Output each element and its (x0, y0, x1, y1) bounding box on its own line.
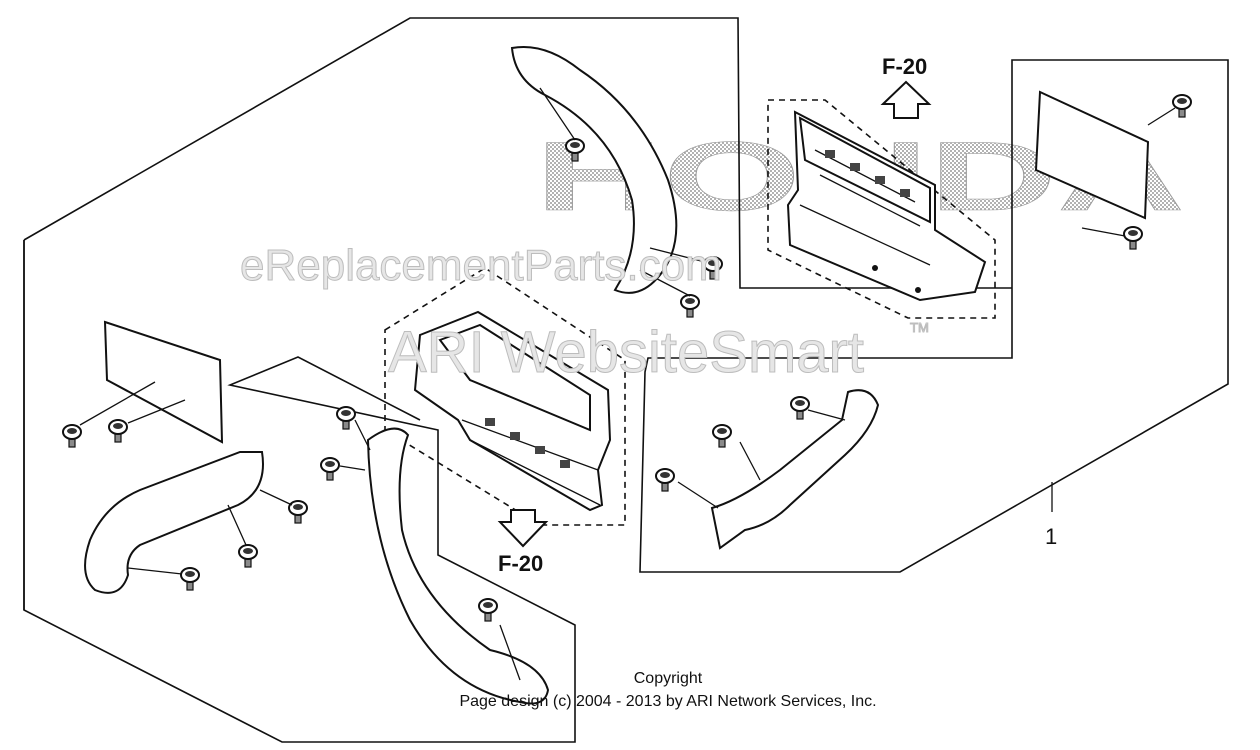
copyright-notice: Page design (c) 2004 - 2013 by ARI Netwo… (459, 693, 876, 710)
left-plate (103, 320, 224, 444)
upper-dashed-box (767, 99, 996, 319)
provider-watermark: ARI WebsiteSmart (388, 320, 864, 385)
trademark-mark: TM (910, 320, 929, 335)
right-upper-plate (1034, 90, 1150, 220)
lower-chute-housing (413, 310, 612, 512)
ref-label-top: F-20 (882, 54, 927, 79)
site-watermark: eReplacementParts.com (240, 241, 722, 290)
part-number-label: 1 (1045, 524, 1057, 549)
ref-arrow-up-icon (880, 80, 932, 119)
lower-left-scraper (84, 451, 264, 594)
ref-label-bottom: F-20 (498, 551, 543, 576)
assembly-outline (23, 17, 1229, 573)
upper-chute-housing (786, 110, 987, 302)
lower-right-scraper (710, 389, 880, 550)
copyright-title: Copyright (634, 670, 703, 687)
upper-curved-scraper (510, 46, 678, 294)
long-middle-scraper (366, 427, 550, 705)
ref-arrow-down-icon (497, 509, 549, 548)
